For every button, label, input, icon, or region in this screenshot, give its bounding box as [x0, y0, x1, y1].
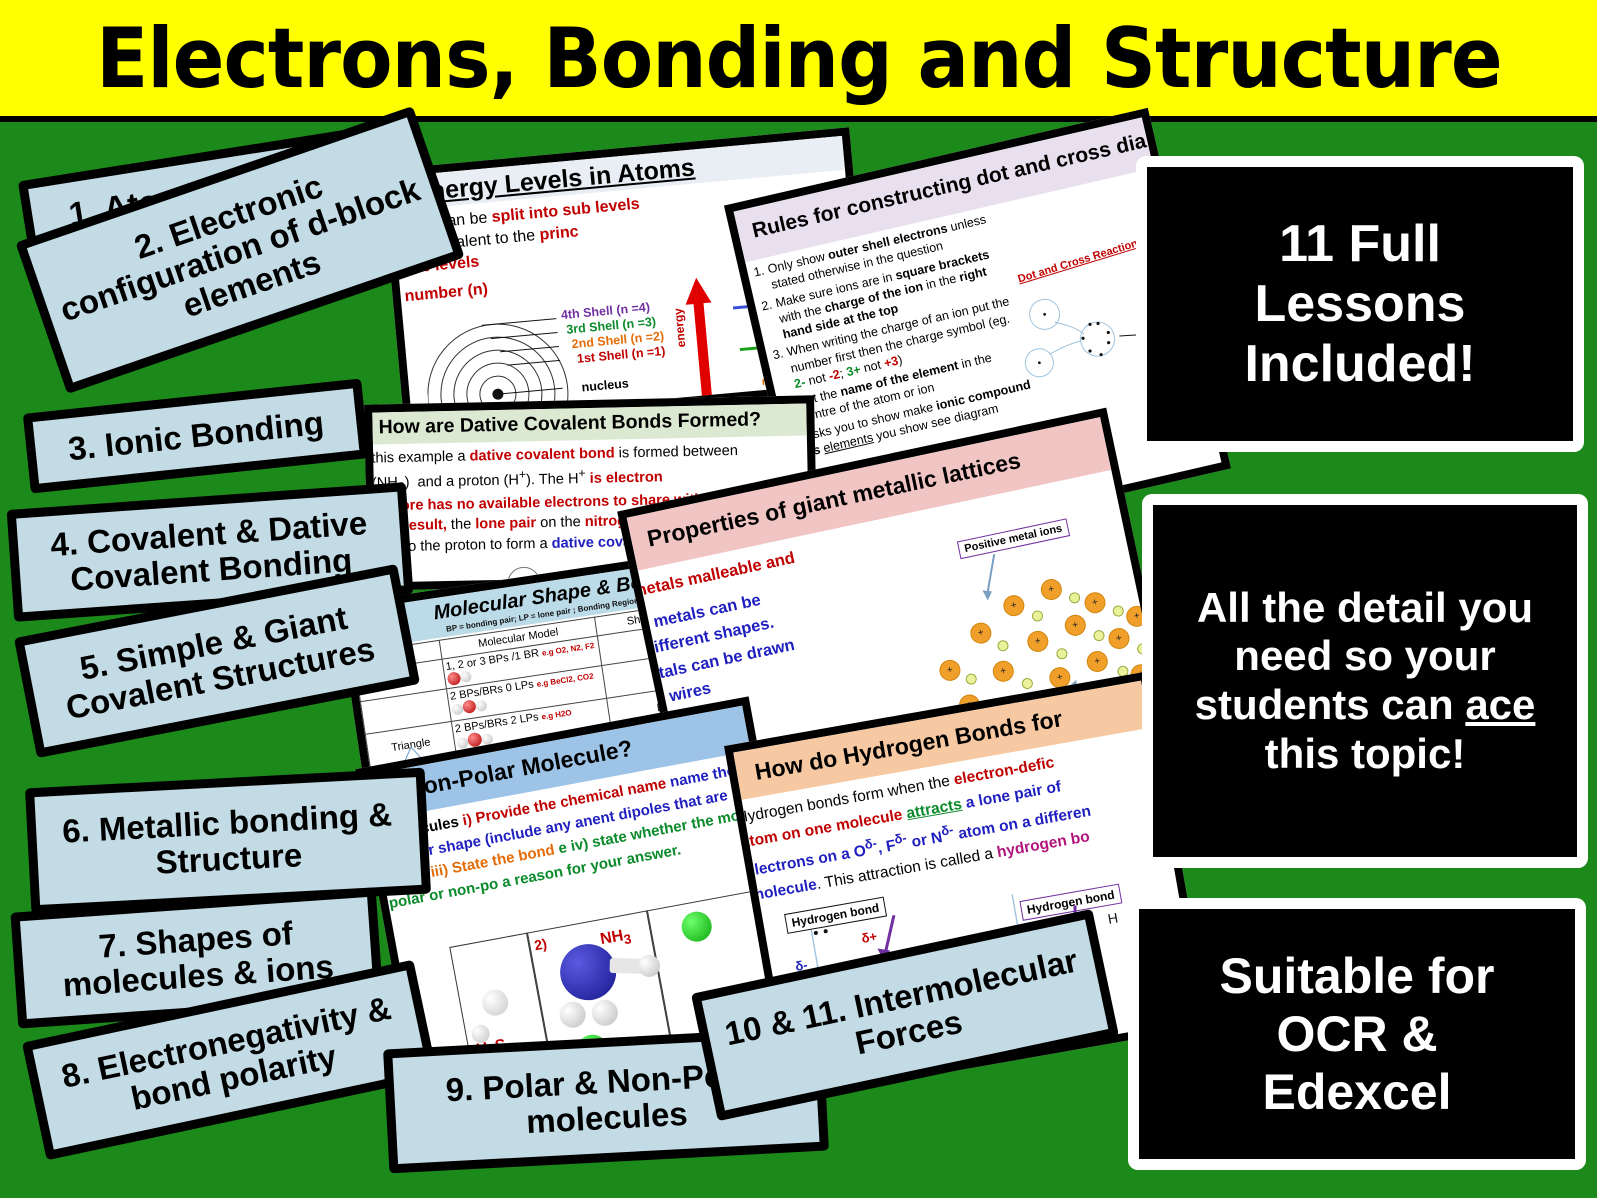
lessons-count-line-1: 11 Full [1279, 214, 1441, 273]
slide-energy-levels[interactable]: Energy Levels in Atoms level can be spli… [381, 127, 873, 431]
lesson-3-label: 3. Ionic Bonding [66, 403, 326, 468]
exam-boards-line-3: Edexcel [1262, 1064, 1452, 1120]
lesson-6-label: 6. Metallic bonding & Structure [61, 795, 393, 881]
shell-diagram [427, 318, 569, 428]
lessons-count-line-2: Lessons [1254, 274, 1466, 333]
sidebar-item-lesson-3[interactable]: 3. Ionic Bonding [22, 378, 370, 494]
panel-exam-boards: Suitable for OCR & Edexcel [1128, 898, 1586, 1170]
detail-promise-text-2: this topic! [1264, 729, 1466, 777]
exam-boards-line-2: OCR & [1276, 1006, 1438, 1062]
metallic-callout-positive-ions: Positive metal ions [956, 518, 1070, 560]
panel-lessons-count: 11 Full Lessons Included! [1136, 156, 1584, 452]
panel-detail-promise: All the detail you need so your students… [1142, 494, 1588, 868]
detail-promise-emphasis: ace [1465, 681, 1536, 728]
poster-title-banner: Electrons, Bonding and Structure [0, 0, 1597, 122]
exam-boards-line-1: Suitable for [1219, 948, 1495, 1004]
nucleus-label: nucleus [581, 376, 630, 395]
el-line1b: split into sub levels [490, 195, 641, 226]
metallic-callout-arrow-icon [982, 553, 996, 601]
svg-text:δ+: δ+ [860, 928, 878, 946]
svg-text:H: H [1106, 909, 1119, 927]
energy-arrow-icon [685, 277, 714, 410]
lessons-count-line-3: Included! [1244, 335, 1476, 394]
page-title: Electrons, Bonding and Structure [95, 9, 1503, 107]
el-line2b: princ [538, 223, 580, 244]
polar-label-2: 2) [532, 935, 549, 954]
detail-promise-text-1: All the detail you need so your students… [1194, 583, 1534, 728]
